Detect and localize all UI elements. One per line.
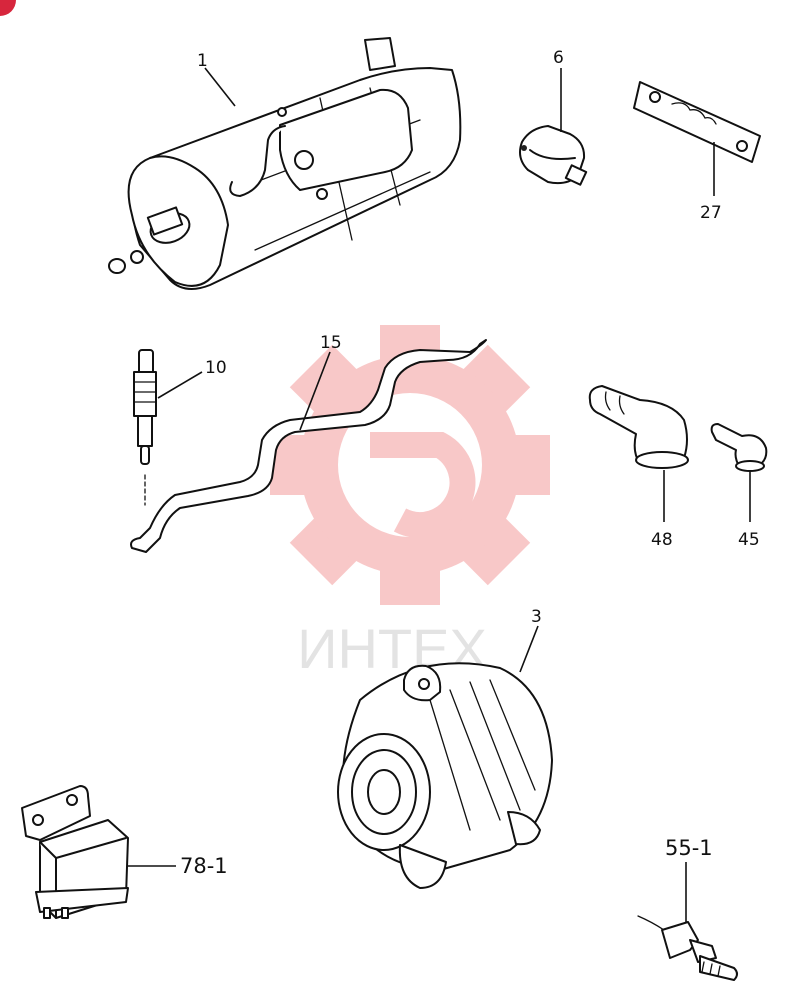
callout-alternator: 3 — [531, 607, 542, 627]
rubber-boot-icon — [588, 385, 689, 469]
callout-switch: 55-1 — [665, 836, 713, 860]
callout-plate: 27 — [700, 203, 722, 223]
leader-line — [299, 351, 331, 431]
callout-cap-small: 45 — [738, 530, 760, 550]
temperature-switch-icon — [637, 915, 738, 981]
callout-starter: 1 — [197, 51, 208, 71]
terminal-cap-icon — [710, 423, 768, 472]
callout-cap-large: 48 — [651, 530, 673, 550]
mounting-plate-icon — [633, 81, 761, 163]
callout-relay: 78-1 — [180, 854, 228, 878]
corner-badge — [0, 0, 16, 16]
starter-motor-icon — [108, 37, 462, 290]
callout-wire: 15 — [320, 333, 342, 353]
alternator-icon — [337, 662, 553, 889]
glow-plug-icon — [133, 349, 157, 506]
wire-harness-icon — [130, 339, 487, 553]
leader-line — [519, 625, 539, 673]
callout-glow-plug: 10 — [205, 358, 227, 378]
gear-logo-icon — [270, 325, 550, 605]
leader-line — [204, 67, 236, 107]
relay-icon — [21, 785, 129, 919]
leader-line — [157, 371, 203, 399]
pressure-sensor-icon — [519, 125, 588, 186]
callout-sensor: 6 — [553, 48, 564, 68]
